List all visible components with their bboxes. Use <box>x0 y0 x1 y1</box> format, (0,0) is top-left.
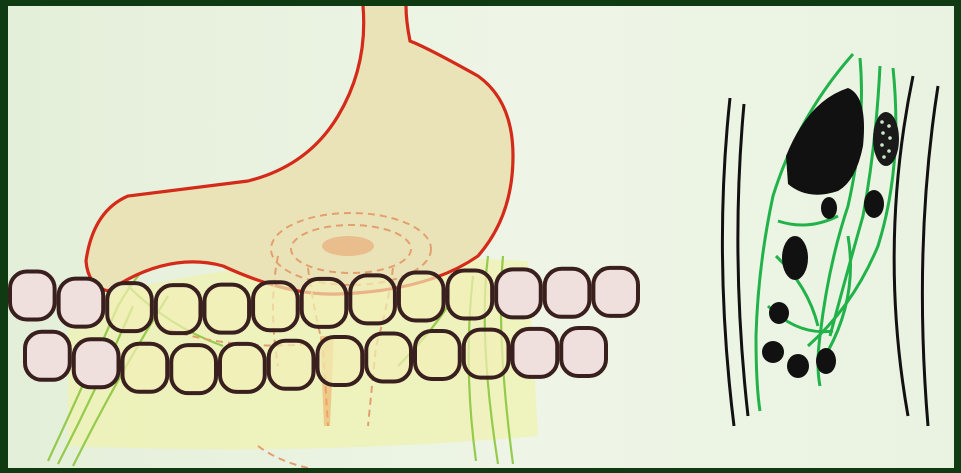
colon-segment-lower <box>513 329 558 377</box>
colon-segment-lower <box>464 330 509 378</box>
colon-segment-upper <box>302 279 347 327</box>
colon-segment-upper <box>253 282 298 330</box>
colon-segment-lower <box>366 333 411 381</box>
colon-segment-lower <box>123 344 168 392</box>
stomach-outline <box>86 6 513 294</box>
colon-segment-upper <box>204 285 249 333</box>
left-illustration <box>10 6 638 468</box>
colon-segment-upper <box>10 271 55 319</box>
colon-segment-lower <box>74 339 119 387</box>
colon-segment-upper <box>350 275 395 323</box>
anatomy-svg <box>8 6 954 468</box>
colon-segment-upper <box>399 272 444 320</box>
colon-segment-upper <box>545 269 590 317</box>
colon-segment-lower <box>318 337 363 385</box>
colon-segment-upper <box>593 268 638 316</box>
colon-segment-lower <box>171 345 216 393</box>
colon-segment-upper <box>448 270 493 318</box>
illustration-panel <box>8 6 954 468</box>
colon-segment-upper <box>59 279 104 327</box>
colon-segment-lower <box>220 344 265 392</box>
right-illustration <box>722 54 938 426</box>
duodenal-papilla <box>322 236 374 256</box>
colon-segment-upper <box>156 285 201 333</box>
dotted-node <box>873 112 899 166</box>
colon-segment-upper <box>107 283 152 331</box>
colon-segment-lower <box>561 328 606 376</box>
colon-segment-lower <box>415 331 460 379</box>
dark-nodes <box>762 88 884 378</box>
colon-segment-lower <box>269 341 314 389</box>
colon-segment-upper <box>496 269 541 317</box>
colon-segment-lower <box>25 332 70 380</box>
